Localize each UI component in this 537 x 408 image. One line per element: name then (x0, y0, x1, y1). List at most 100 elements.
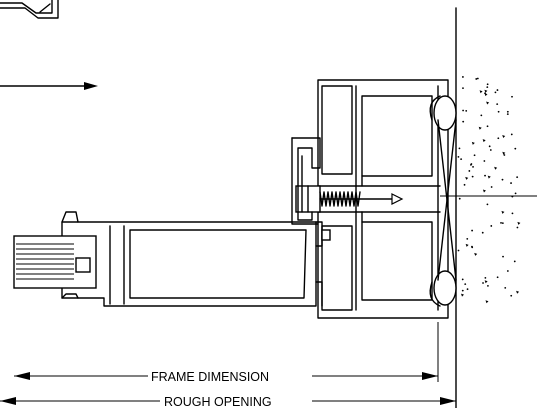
backer-rod-bottom (433, 270, 457, 306)
stipple-dot (513, 260, 516, 263)
masonry-stipple (457, 76, 521, 304)
anchor-screw (295, 185, 404, 213)
stipple-dot (465, 243, 469, 247)
stipple-dot (476, 77, 479, 80)
stipple-dot (494, 91, 497, 94)
stipple-dot (463, 183, 466, 186)
stipple-dot (486, 86, 489, 89)
stipple-dot (501, 222, 504, 225)
stipple-dot (466, 288, 469, 291)
stipple-dot (484, 280, 488, 284)
stipple-dot (506, 113, 509, 115)
stipple-dot (461, 278, 464, 281)
stipple-dot (516, 176, 519, 179)
stipple-dot (497, 137, 500, 140)
stipple-dot (481, 231, 484, 234)
stipple-dot (462, 120, 465, 123)
stipple-dot (484, 174, 486, 177)
stipple-dot (502, 255, 504, 258)
stipple-dot (482, 282, 484, 284)
stipple-dot (487, 285, 489, 287)
stipple-dot (471, 245, 473, 248)
stipple-dot (502, 151, 506, 155)
stipple-dot (483, 160, 486, 162)
stipple-dot (517, 221, 521, 225)
backer-rod-top (433, 95, 457, 131)
stipple-dot (461, 293, 465, 297)
stipple-dot (472, 165, 474, 168)
stipple-dot (486, 101, 490, 105)
stipple-dot (488, 145, 491, 148)
stipple-dot (487, 175, 491, 179)
stipple-dot (502, 134, 506, 138)
stipple-dot (478, 126, 482, 130)
stipple-dot (471, 175, 474, 178)
stipple-dot (496, 276, 499, 279)
snap-clip (291, 137, 321, 225)
sash-assembly (61, 211, 331, 307)
stipple-dot (464, 283, 467, 286)
stipple-dot (471, 229, 474, 232)
left-arrow (0, 82, 98, 90)
stipple-dot (490, 225, 493, 227)
stipple-dot (462, 76, 464, 78)
stipple-dot (506, 270, 509, 272)
top-left-detail (0, 0, 59, 19)
stipple-dot (480, 114, 483, 117)
stipple-dot (496, 103, 499, 105)
stipple-dot (504, 286, 507, 289)
wall-line (440, 7, 537, 408)
stipple-dot (486, 125, 489, 128)
stipple-dot (473, 154, 476, 157)
stipple-dot (471, 141, 475, 145)
stipple-dot (486, 83, 489, 86)
stipple-dot (468, 170, 471, 172)
main-frame (317, 79, 457, 319)
stipple-dot (511, 195, 514, 198)
stipple-dot (460, 158, 463, 160)
stipple-dot (465, 109, 468, 112)
stipple-dot (501, 178, 504, 181)
stipple-dot (465, 176, 469, 180)
stipple-dot (462, 109, 465, 112)
rough-opening-dimension: ROUGH OPENING (0, 395, 456, 408)
stipple-dot (506, 110, 509, 113)
stipple-dot (511, 212, 514, 215)
stipple-dot (511, 95, 513, 98)
stipple-dot (510, 133, 513, 136)
stipple-dot (484, 276, 487, 279)
stipple-dot (482, 139, 486, 143)
stipple-dot (494, 166, 498, 170)
stipple-dot (458, 197, 461, 200)
frame-dimension: FRAME DIMENSION (14, 322, 439, 384)
stipple-dot (516, 290, 520, 294)
stipple-dot (457, 249, 460, 252)
stipple-dot (482, 189, 486, 193)
stipple-dot (462, 87, 464, 90)
stipple-dot (461, 289, 464, 292)
stipple-dot (484, 89, 488, 93)
stipple-dot (510, 294, 513, 297)
stipple-dot (489, 149, 492, 151)
stipple-dot (501, 210, 505, 214)
stipple-dot (497, 110, 500, 113)
stipple-dot (516, 226, 519, 229)
stipple-dot (474, 252, 478, 256)
stipple-dot (486, 203, 489, 206)
stipple-dot (496, 89, 499, 91)
stipple-dot (458, 147, 461, 150)
stipple-dot (514, 192, 517, 195)
stipple-dot (503, 154, 506, 156)
stipple-dot (475, 78, 478, 80)
stipple-dot (470, 163, 473, 165)
stipple-dot (500, 221, 502, 224)
stipple-dot (484, 93, 488, 97)
stipple-dot (466, 237, 469, 240)
stipple-dot (510, 182, 512, 184)
stipple-dot (485, 300, 489, 304)
rough-opening-label: ROUGH OPENING (164, 395, 272, 408)
stipple-dot (479, 90, 483, 94)
stipple-dot (457, 156, 460, 158)
